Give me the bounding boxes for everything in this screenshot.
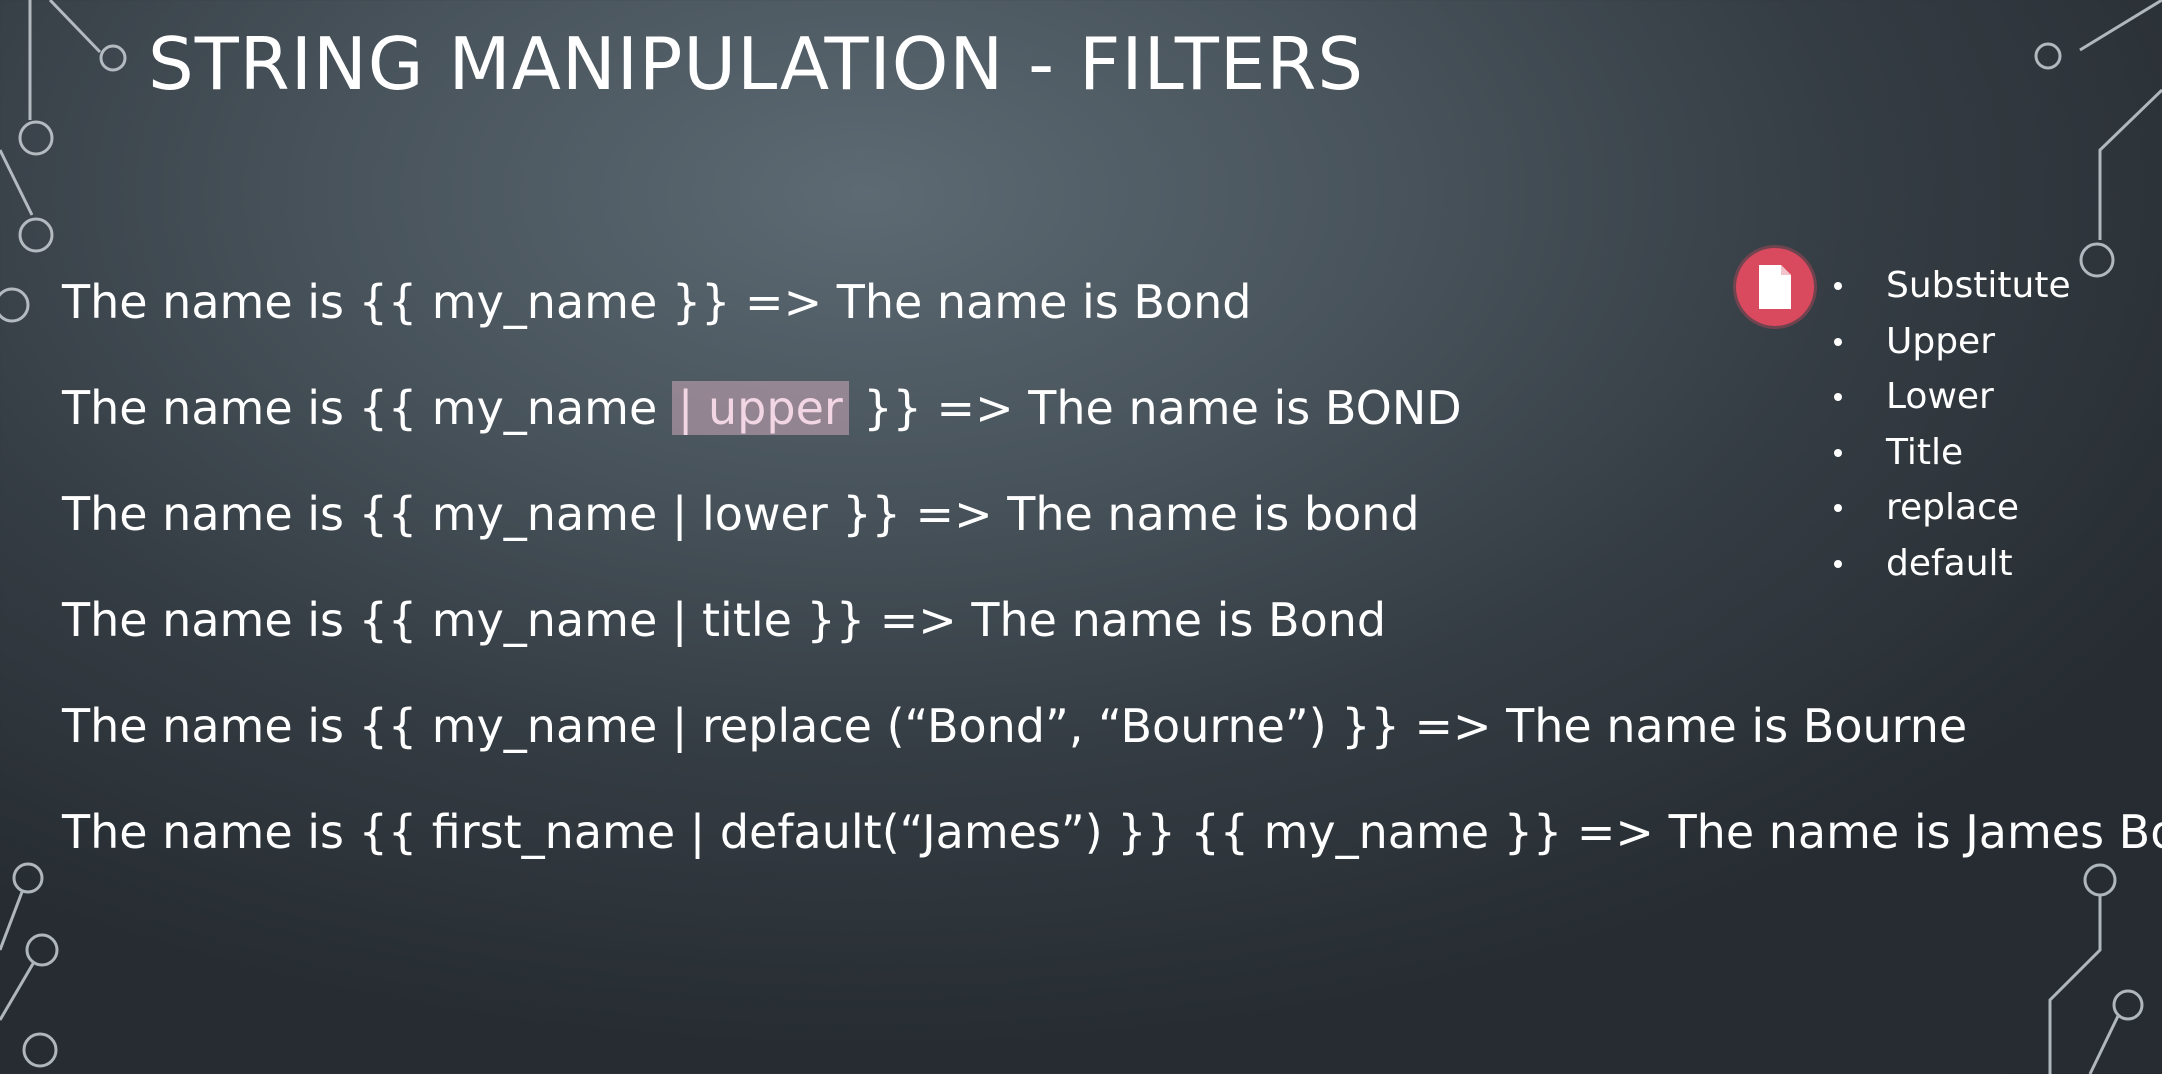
highlighted-filter: | upper (671, 381, 849, 435)
list-item: default (1826, 536, 2071, 592)
list-item: Substitute (1826, 258, 2071, 314)
line-text: The name is {{ my_name | replace (“Bond”… (62, 699, 1968, 753)
line-text: The name is {{ my_name (62, 275, 658, 329)
example-line: The name is {{ my_name | replace (“Bond”… (62, 686, 2162, 792)
list-item: replace (1826, 480, 2071, 536)
line-text: The name is {{ my_name | title }} => The… (62, 593, 1387, 647)
example-line: The name is {{ my_name }} => The name is… (62, 262, 2162, 368)
example-line: The name is {{ my_name | upper }} => The… (62, 368, 2162, 474)
slide-title: STRING MANIPULATION - FILTERS (148, 22, 1365, 106)
line-text: The name is {{ my_name (62, 381, 672, 435)
line-text: The name is {{ first_name | default(“Jam… (62, 805, 2162, 859)
example-lines: The name is {{ my_name }} => The name is… (62, 262, 2162, 898)
example-line: The name is {{ my_name | lower }} => The… (62, 474, 2162, 580)
line-text: The name is {{ my_name | lower }} => The… (62, 487, 1420, 541)
list-item: Title (1826, 425, 2071, 481)
line-text-post: }} => The name is Bond (657, 275, 1252, 329)
document-icon (1736, 248, 1814, 326)
example-line: The name is {{ first_name | default(“Jam… (62, 792, 2162, 898)
list-item: Lower (1826, 369, 2071, 425)
filter-list: Substitute Upper Lower Title replace def… (1826, 258, 2071, 591)
example-line: The name is {{ my_name | title }} => The… (62, 580, 2162, 686)
line-text-post: }} => The name is BOND (848, 381, 1462, 435)
list-item: Upper (1826, 314, 2071, 370)
